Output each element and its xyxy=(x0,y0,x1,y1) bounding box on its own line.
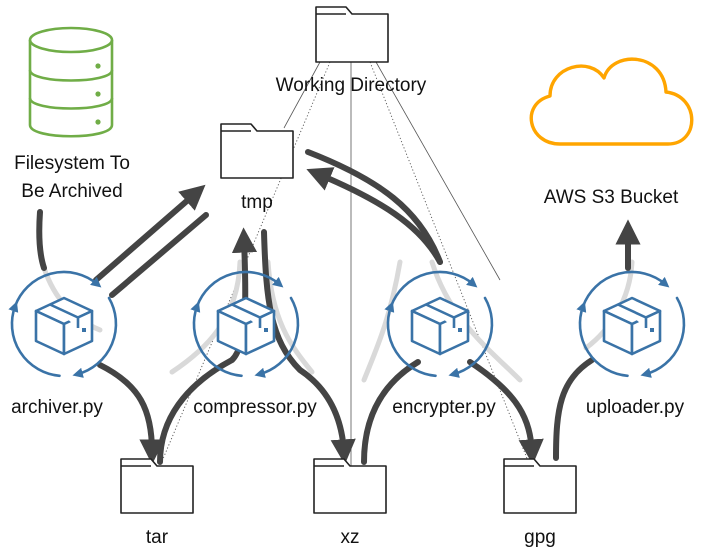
directory-links xyxy=(159,61,531,467)
package-box-icon xyxy=(425,303,456,328)
package-box-icon xyxy=(231,303,262,328)
tmp-return-line xyxy=(109,212,209,298)
folder-tar-icon xyxy=(120,458,194,514)
package-label-mark xyxy=(458,328,462,332)
cycle-arrow-icon xyxy=(389,270,478,308)
tmp-to-encrypter-line xyxy=(305,149,443,265)
archiver-to-tmp-arrow xyxy=(93,184,206,283)
cloud-icon xyxy=(529,57,694,146)
source-label-line1: Filesystem To xyxy=(14,153,130,174)
package-box-icon xyxy=(49,303,80,328)
gpg-to-uploader-line xyxy=(553,357,595,461)
cycle-arrow-icon xyxy=(190,301,243,378)
tar-label: tar xyxy=(146,527,169,548)
uploader-container-icon xyxy=(576,270,686,378)
folder-gpg-icon xyxy=(503,458,577,514)
archiver-container-icon xyxy=(8,270,118,378)
encrypter-label: encrypter.py xyxy=(392,397,496,418)
encrypter-to-gpg-arrow xyxy=(467,359,544,465)
tmp-label: tmp xyxy=(241,192,273,213)
source-to-archiver-line xyxy=(36,209,47,271)
folder-tmp-icon xyxy=(220,123,294,179)
cycle-arrow-icon xyxy=(448,296,494,378)
cycle-arrow-icon xyxy=(254,296,300,378)
compressor-to-xz-arrow xyxy=(261,229,356,465)
working-directory-label: Working Directory xyxy=(276,75,427,96)
encrypter-container-icon xyxy=(384,270,494,378)
cycle-arrow-icon xyxy=(72,296,118,378)
package-box-icon xyxy=(617,303,648,328)
folder-xz-icon xyxy=(313,458,387,514)
folder-working-directory-icon xyxy=(315,6,389,63)
cycle-arrow-icon xyxy=(384,301,437,378)
flow-arrows xyxy=(36,149,641,465)
xz-to-encrypter-line xyxy=(361,359,421,465)
cycle-arrow-icon xyxy=(195,270,284,308)
source-label-line2: Be Archived xyxy=(21,181,122,202)
database-icon xyxy=(28,26,114,138)
cycle-arrow-icon xyxy=(581,270,670,308)
gpg-label: gpg xyxy=(524,527,556,548)
tar-to-compressor-arrow xyxy=(157,227,258,465)
s3-bucket-label: AWS S3 Bucket xyxy=(544,187,679,208)
cycle-arrow-icon xyxy=(13,270,102,308)
compressor-label: compressor.py xyxy=(193,397,317,418)
cycle-arrow-icon xyxy=(8,301,61,378)
uploader-label: uploader.py xyxy=(586,397,685,418)
package-label-mark xyxy=(82,328,86,332)
package-label-mark xyxy=(650,328,654,332)
cycle-arrow-icon xyxy=(576,301,629,378)
archiver-label: archiver.py xyxy=(11,397,103,418)
cycle-arrow-icon xyxy=(640,296,686,378)
compressor-container-icon xyxy=(190,270,300,378)
xz-label: xz xyxy=(341,527,360,548)
package-label-mark xyxy=(264,328,268,332)
archiver-to-tar-arrow xyxy=(97,362,165,465)
